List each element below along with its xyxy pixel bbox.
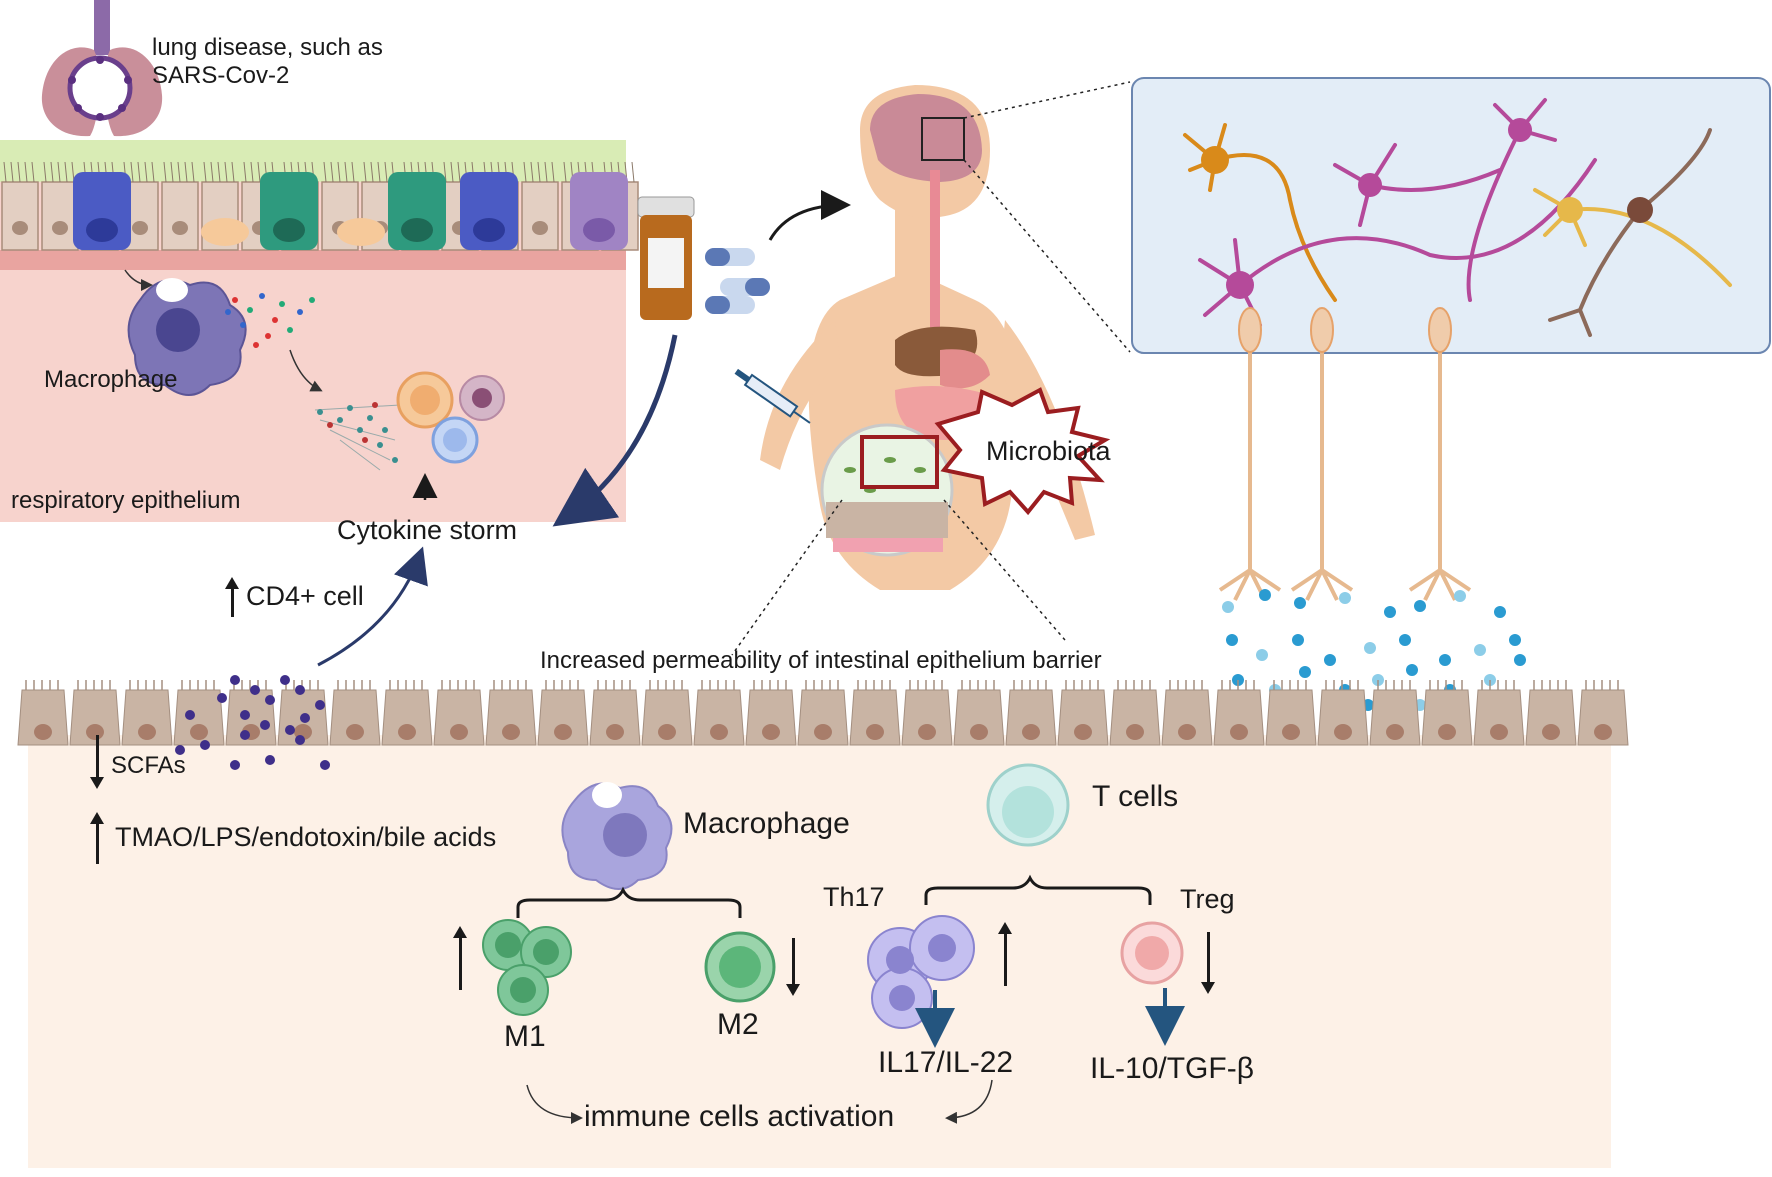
capsules bbox=[705, 248, 770, 314]
lung-disease-label: lung disease, such as SARS-Cov-2 bbox=[152, 34, 383, 89]
microbiota-label: Microbiota bbox=[986, 436, 1111, 466]
tmao-label: TMAO/LPS/endotoxin/bile acids bbox=[115, 822, 497, 852]
gut-lamina-panel bbox=[28, 735, 1611, 1168]
lung-panel bbox=[0, 140, 639, 522]
th17-label: Th17 bbox=[823, 882, 885, 912]
macrophage-bottom-cell bbox=[561, 782, 673, 890]
treg-cell bbox=[1120, 921, 1184, 985]
il10-label: IL-10/TGF-β bbox=[1090, 1052, 1254, 1085]
m2-cell bbox=[704, 931, 776, 1003]
t-cell bbox=[986, 763, 1070, 847]
immune-cells-cluster bbox=[396, 371, 505, 464]
macrophage-top-cell bbox=[127, 278, 247, 396]
intestinal-epithelial-cells bbox=[17, 680, 1629, 746]
permeability-label: Increased permeability of intestinal epi… bbox=[540, 647, 1102, 674]
treg-label: Treg bbox=[1180, 884, 1235, 914]
il17-label: IL17/IL-22 bbox=[878, 1046, 1014, 1079]
syringe-icon bbox=[734, 368, 811, 424]
macrophage-top-label: Macrophage bbox=[44, 366, 178, 393]
cd4-label: CD4+ cell bbox=[246, 581, 364, 611]
microbiota-burst bbox=[934, 387, 1111, 516]
m2-label: M2 bbox=[717, 1008, 759, 1041]
neuron-panel bbox=[1131, 77, 1771, 354]
tcell-brace bbox=[924, 874, 1152, 905]
respiratory-epithelial-cells bbox=[1, 161, 639, 251]
lungs-icon bbox=[41, 0, 163, 137]
neurons bbox=[1183, 98, 1732, 337]
t-cells-label: T cells bbox=[1092, 780, 1179, 813]
respiratory-epithelium-label: respiratory epithelium bbox=[11, 487, 241, 514]
macrophage-brace bbox=[516, 886, 742, 918]
immune-activation-label: immune cells activation bbox=[584, 1100, 895, 1133]
scfas-label: SCFAs bbox=[111, 752, 186, 779]
cytokine-particles bbox=[225, 293, 315, 348]
enteric-neuron-processes bbox=[1218, 340, 1472, 601]
gut-magnifier bbox=[820, 423, 954, 557]
th17-cells bbox=[867, 915, 975, 1029]
m1-cells bbox=[482, 919, 572, 1016]
macrophage-bottom-label: Macrophage bbox=[683, 807, 850, 840]
metabolite-particles bbox=[175, 675, 330, 770]
pill-bottle bbox=[637, 196, 695, 320]
cytokine-storm-label: Cytokine storm bbox=[337, 515, 518, 545]
m1-label: M1 bbox=[504, 1020, 546, 1053]
cytokine-network bbox=[314, 402, 401, 471]
